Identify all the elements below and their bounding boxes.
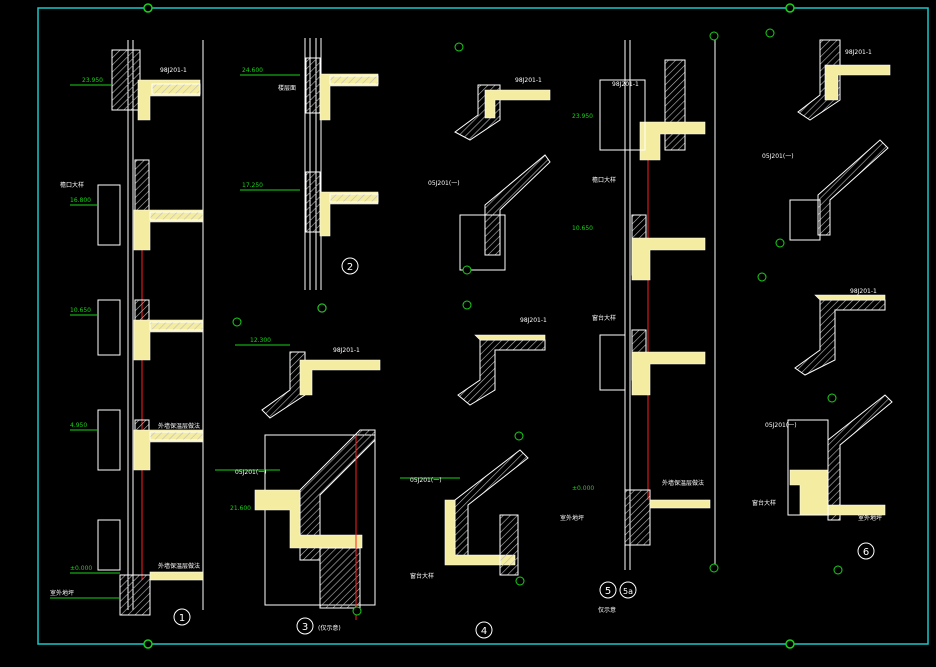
detail-3-elev-a: 12.300 — [250, 337, 271, 344]
detail-4-ref-top: 98J201-1 — [515, 77, 542, 84]
detail-2-floor-junction: 24.600 17.250 楼层面 2 — [240, 38, 379, 313]
detail-5-note-window: 窗台大样 — [592, 314, 616, 322]
detail-5-elev-a: 23.950 — [572, 113, 593, 120]
detail-1-note-eave: 檐口大样 — [60, 181, 84, 189]
detail-2-number: 2 — [347, 262, 353, 273]
detail-6-eave-details: 98J201-1 05J201(一) 98J201-1 05J201(一) 窗台… — [752, 39, 893, 560]
detail-2-elev-low: 17.250 — [242, 182, 263, 189]
detail-1-elev-3: 10.650 — [70, 307, 91, 314]
detail-1-number: 1 — [179, 613, 185, 624]
detail-3-note-ref: 98J201-1 — [333, 347, 360, 354]
detail-6-note-footing: 室外地坪 — [858, 514, 882, 522]
detail-1-note-wall-2: 外墙保温层做法 — [158, 562, 200, 570]
frame-marker-top-left — [143, 3, 153, 13]
detail-1-elev-5: ±0.000 — [70, 565, 92, 572]
detail-3-eave-section: 12.300 98J201-1 05J201(一) 21.600 3 (仅示意) — [215, 337, 381, 635]
detail-5-note-eave: 檐口大样 — [592, 176, 616, 184]
detail-5-elev-b: 10.650 — [572, 225, 593, 232]
detail-6-ref-mid: 05J201(一) — [762, 153, 794, 160]
grid-bubbles — [232, 28, 843, 616]
detail-3-number: 3 — [302, 622, 308, 633]
detail-6-ref-big: 05J201(一) — [765, 422, 797, 429]
frame-marker-top-right — [785, 3, 795, 13]
drawing-frame — [37, 7, 929, 645]
detail-1-elev-4: 4.950 — [70, 422, 87, 429]
detail-5-wall-section: 98J201-1 檐口大样 窗台大样 外墙保温层做法 室外地坪 23.950 1… — [560, 40, 716, 614]
detail-3-elev-b: 21.600 — [230, 505, 251, 512]
detail-3-note-ref-b: 05J201(一) — [235, 469, 267, 476]
detail-5-note-wall: 外墙保温层做法 — [662, 479, 704, 487]
detail-1-note-ref: 98J201-1 — [160, 67, 187, 74]
detail-2-elev-top: 24.600 — [242, 67, 263, 74]
detail-1-note-footing: 室外地坪 — [50, 589, 74, 597]
detail-4-note-window: 窗台大样 — [410, 572, 434, 580]
detail-6-number: 6 — [863, 547, 869, 558]
detail-1-elev-2: 16.800 — [70, 197, 91, 204]
detail-6-note-window: 窗台大样 — [752, 499, 776, 507]
detail-5-ref-top: 98J201-1 — [612, 81, 639, 88]
detail-4-number: 4 — [481, 626, 487, 637]
detail-4-roof-details: 98J201-1 05J201(一) 98J201-1 05J201(一) 窗台… — [400, 77, 551, 639]
detail-6-ref-top: 98J201-1 — [845, 49, 872, 56]
detail-5a-number: 5a — [623, 587, 633, 596]
detail-5-note-footing: 室外地坪 — [560, 514, 584, 522]
detail-1-wall-section: 23.950 16.800 10.650 4.950 ±0.000 室外地坪 檐… — [50, 40, 204, 626]
frame-marker-bottom-right — [785, 639, 795, 649]
detail-5-number: 5 — [605, 586, 611, 597]
detail-6-ref-low: 98J201-1 — [850, 288, 877, 295]
detail-4-ref-mid: 05J201(一) — [428, 180, 460, 187]
detail-1-note-wall: 外墙保温层做法 — [158, 422, 200, 430]
frame-marker-bottom-left — [143, 639, 153, 649]
detail-5-suffix: 仅示意 — [598, 606, 616, 614]
detail-3-suffix: (仅示意) — [318, 624, 341, 632]
detail-1-elev-top: 23.950 — [82, 77, 103, 84]
detail-5-elev-c: ±0.000 — [572, 485, 594, 492]
detail-4-ref-big: 05J201(一) — [410, 477, 442, 484]
detail-4-ref-low: 98J201-1 — [520, 317, 547, 324]
detail-2-note-floor: 楼层面 — [278, 84, 296, 92]
